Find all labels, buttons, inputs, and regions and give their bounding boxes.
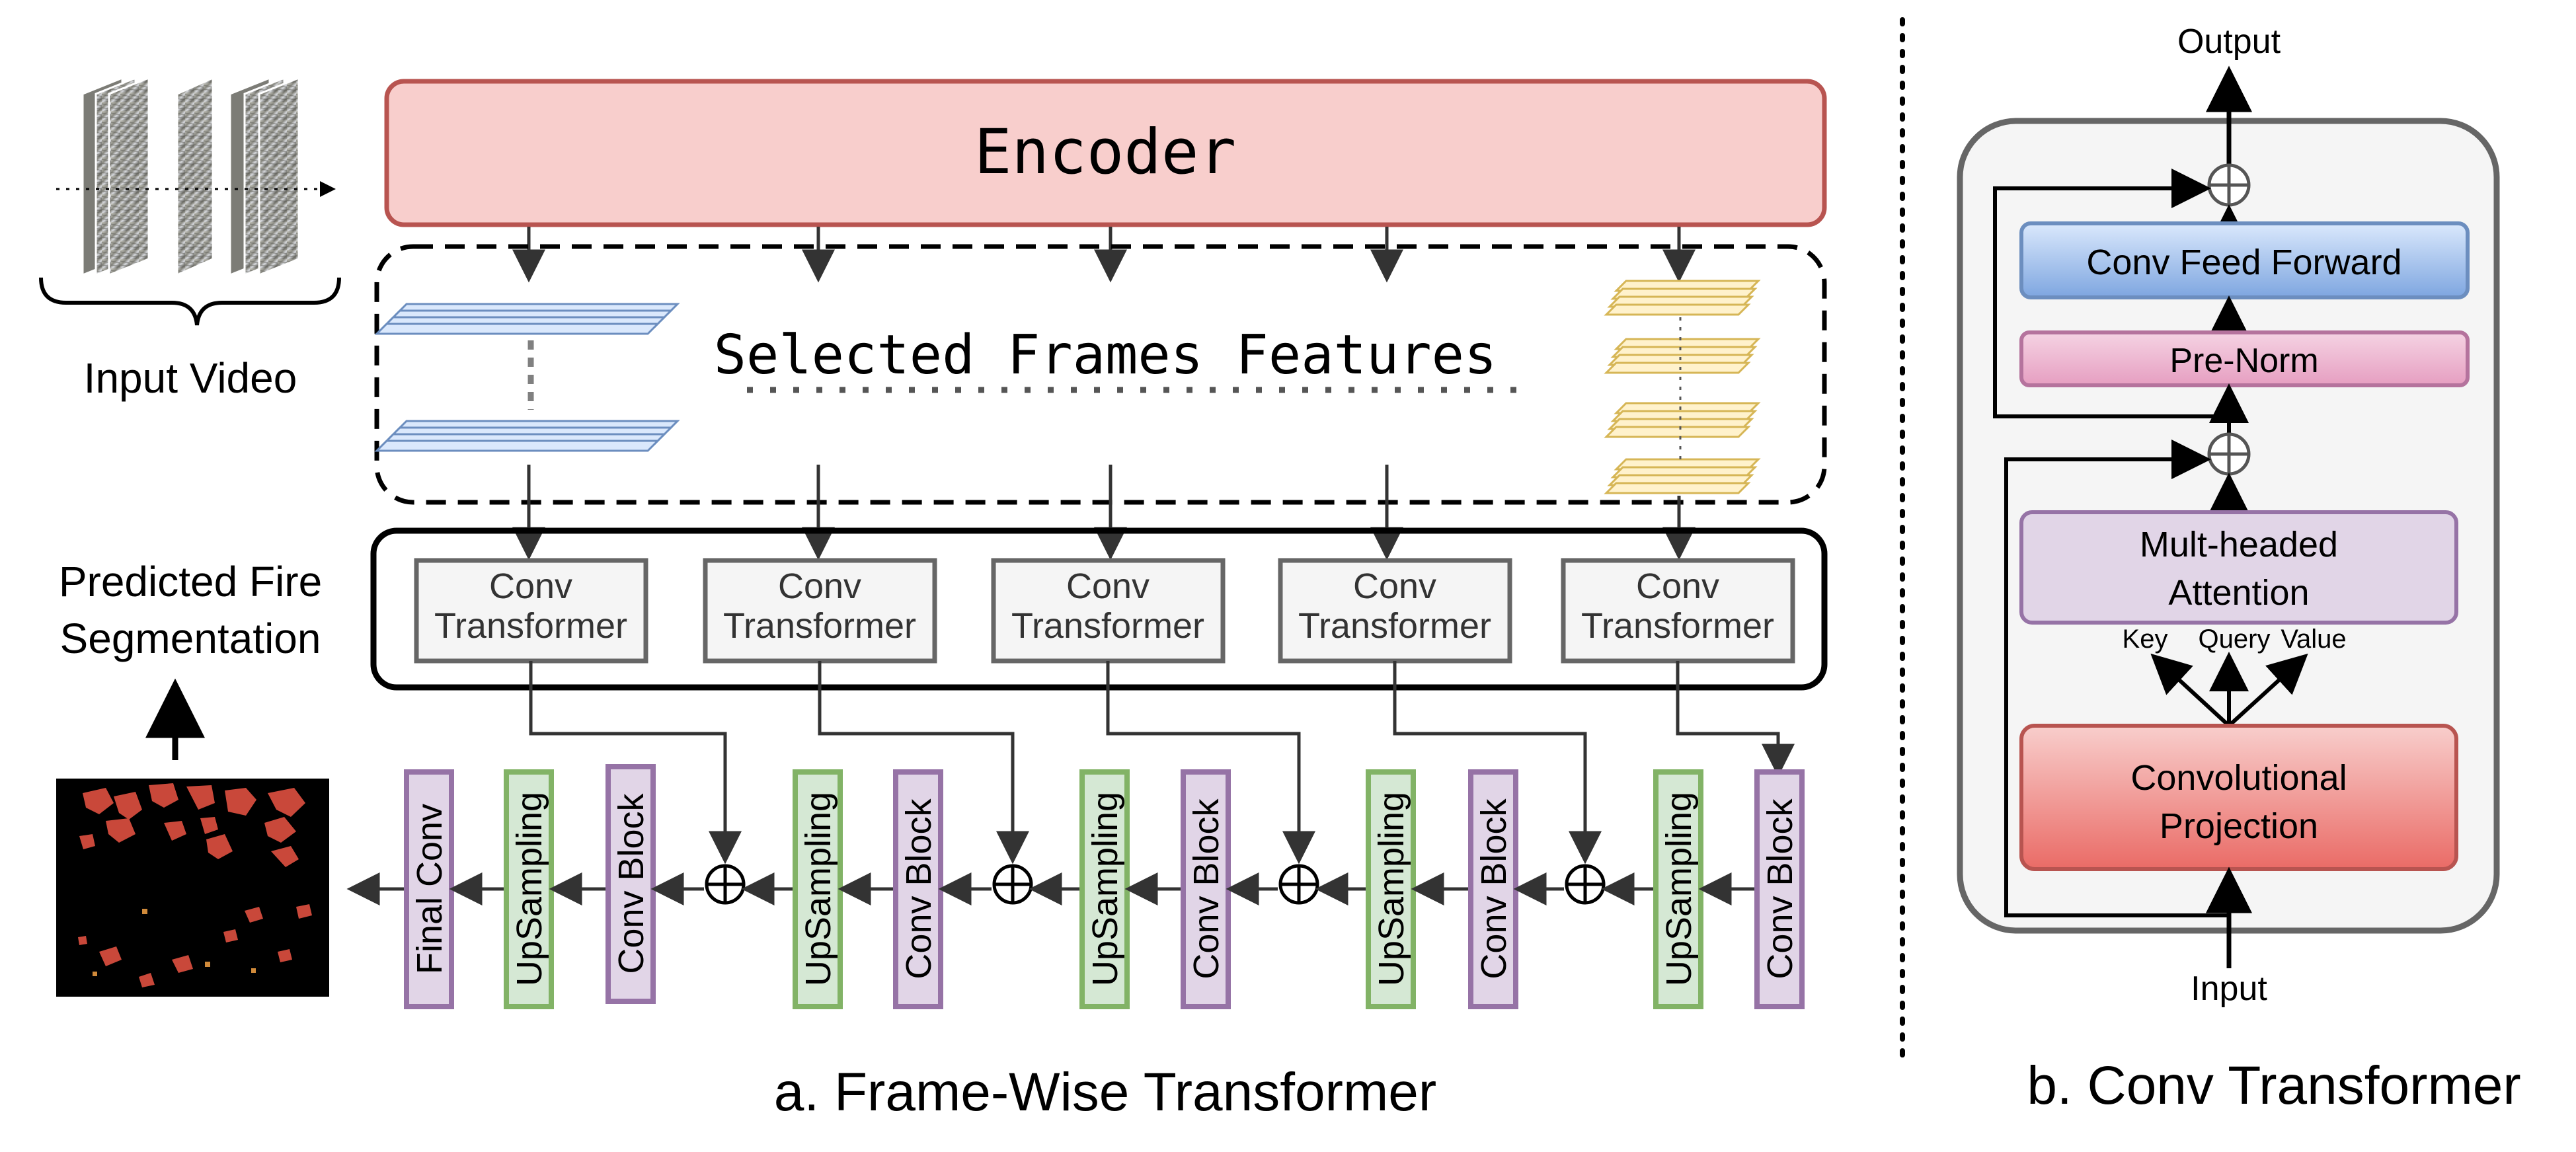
- decoder-upsampling-1: UpSampling: [504, 769, 554, 1009]
- yellow-feature-stacks: [1604, 280, 1761, 494]
- qkv-arrows: [2150, 652, 2308, 728]
- caption-frame-wise-transformer: a. Frame-Wise Transformer: [774, 1062, 1436, 1122]
- svg-text:UpSampling: UpSampling: [510, 792, 549, 986]
- svg-text:UpSampling: UpSampling: [799, 792, 838, 986]
- input-video-label: Input Video: [84, 354, 297, 402]
- svg-text:Conv Block: Conv Block: [611, 792, 651, 974]
- decoder-upsampling-3: UpSampling: [1079, 769, 1130, 1009]
- svg-text:Transformer: Transformer: [723, 606, 916, 646]
- sum-node-3: [1278, 864, 1319, 905]
- decoder-conv-block-3: Conv Block: [1181, 769, 1231, 1009]
- svg-text:Conv: Conv: [1066, 566, 1150, 606]
- decoder-upsampling-2: UpSampling: [793, 769, 843, 1009]
- blue-feature-stack-top: [374, 303, 680, 335]
- encoder-block: [384, 79, 1827, 227]
- encoder-label: Encoder: [974, 116, 1236, 188]
- residual-sum-bottom: [2207, 432, 2251, 476]
- conv-transformer-4: Conv Transformer: [1278, 558, 1512, 664]
- conv-transformer-3: Conv Transformer: [991, 558, 1226, 664]
- svg-text:Convolutional: Convolutional: [2130, 758, 2347, 798]
- conv-transformer-2: Conv Transformer: [703, 558, 937, 664]
- svg-text:Conv: Conv: [1353, 566, 1436, 606]
- decoder-conv-block-4: Conv Block: [1468, 769, 1518, 1009]
- svg-text:Pre-Norm: Pre-Norm: [2169, 342, 2318, 380]
- video-frame-stack-right: [229, 76, 300, 277]
- value-label: Value: [2281, 625, 2346, 654]
- video-frame-middle: [176, 76, 214, 277]
- segmentation-mask-image: [56, 779, 329, 997]
- svg-text:Conv Feed Forward: Conv Feed Forward: [2086, 243, 2401, 282]
- key-label: Key: [2123, 625, 2168, 654]
- transformer-group: [370, 527, 1828, 691]
- output-label: Output: [2177, 22, 2281, 61]
- sum-node-2: [992, 864, 1033, 905]
- feature-to-transformer-arrows: [512, 465, 1696, 560]
- residual-sum-top: [2207, 163, 2251, 207]
- input-video-frames: [56, 76, 336, 277]
- blue-feature-stack-bottom: [374, 420, 680, 452]
- multi-head-attention-block: Mult-headed Attention: [2019, 510, 2458, 625]
- svg-text:Attention: Attention: [2168, 573, 2309, 613]
- svg-text:Mult-headed: Mult-headed: [2140, 525, 2338, 564]
- svg-text:Conv Block: Conv Block: [899, 798, 939, 979]
- svg-text:UpSampling: UpSampling: [1085, 792, 1125, 986]
- svg-text:Conv: Conv: [778, 566, 861, 606]
- prediction-label-line2: Segmentation: [60, 615, 321, 662]
- caption-conv-transformer: b. Conv Transformer: [2027, 1056, 2520, 1116]
- skip-connections: [529, 661, 1795, 864]
- residual-connection-upper: [1993, 169, 2229, 418]
- residual-connection-lower: [2004, 440, 2229, 917]
- conv-transformer-5: Conv Transformer: [1561, 558, 1795, 664]
- svg-text:Projection: Projection: [2160, 806, 2318, 846]
- decoder-upsampling-4: UpSampling: [1366, 769, 1416, 1009]
- decoder-conv-block-2: Conv Block: [893, 769, 943, 1009]
- convolutional-projection-block: Convolutional Projection: [2019, 724, 2458, 871]
- decoder-upsampling-5: UpSampling: [1653, 769, 1703, 1009]
- prediction-label-line1: Predicted Fire: [59, 558, 322, 605]
- decoder-final-conv: Final Conv: [404, 769, 454, 1009]
- conv-feed-forward-block: Conv Feed Forward: [2019, 221, 2470, 299]
- encoder-output-arrows: [512, 227, 1696, 283]
- decoder-conv-block-1: Conv Block: [605, 764, 656, 1004]
- svg-text:Conv Block: Conv Block: [1474, 798, 1514, 979]
- conv-transformer-1: Conv Transformer: [414, 558, 648, 664]
- svg-text:Final Conv: Final Conv: [410, 804, 449, 974]
- svg-text:Conv: Conv: [489, 566, 572, 606]
- sum-node-1: [705, 864, 746, 905]
- query-label: Query: [2199, 625, 2271, 654]
- svg-text:Transformer: Transformer: [434, 606, 627, 646]
- svg-text:Transformer: Transformer: [1298, 606, 1491, 646]
- svg-text:UpSampling: UpSampling: [1659, 792, 1699, 986]
- svg-text:UpSampling: UpSampling: [1372, 792, 1411, 986]
- svg-text:Conv Block: Conv Block: [1187, 798, 1226, 979]
- svg-text:Conv Block: Conv Block: [1760, 798, 1800, 979]
- svg-text:Transformer: Transformer: [1011, 606, 1204, 646]
- decoder-conv-block-5: Conv Block: [1754, 769, 1805, 1009]
- pre-norm-block: Pre-Norm: [2019, 330, 2470, 387]
- input-label: Input: [2191, 970, 2267, 1008]
- features-region: [374, 244, 1827, 505]
- svg-text:Transformer: Transformer: [1581, 606, 1774, 646]
- video-frame-stack-left: [81, 76, 150, 277]
- svg-text:Conv: Conv: [1636, 566, 1719, 606]
- sum-node-4: [1565, 864, 1606, 905]
- features-label: Selected Frames Features: [714, 324, 1497, 387]
- input-brace: [39, 277, 341, 326]
